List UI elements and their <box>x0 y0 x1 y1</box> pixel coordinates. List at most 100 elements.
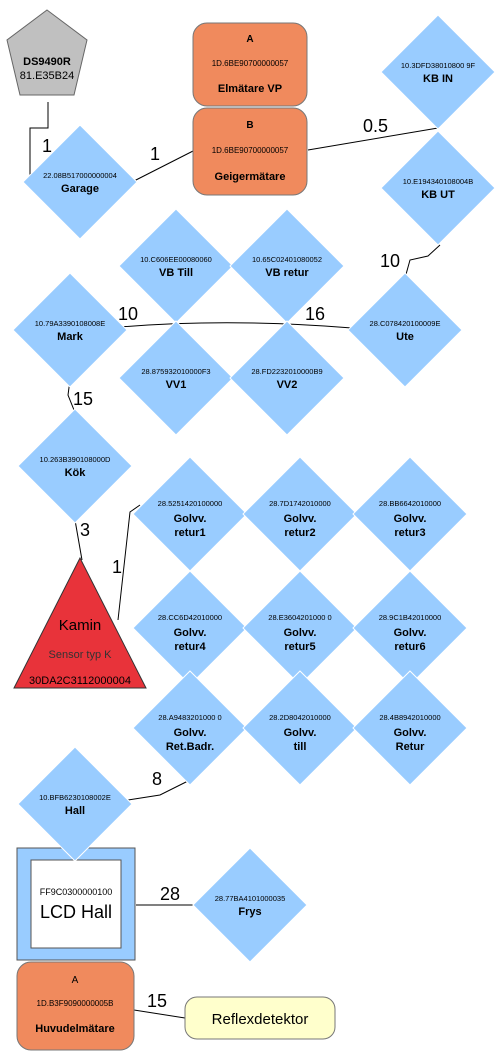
sensor-name: Golvv. <box>394 627 427 639</box>
line-kamin-golvv <box>117 504 141 621</box>
sensor-id: 10.C606EE00080060 <box>140 255 212 264</box>
pentagon-name: DS9490R <box>23 56 71 68</box>
box-id: 1D.6BE90700000057 <box>212 146 289 155</box>
sensor-id: 28.9C1B42010000 <box>379 613 442 622</box>
pentagon-id: 81.E35B24 <box>20 70 74 82</box>
sensor-id: 28.BB6642010000 <box>379 499 441 508</box>
sensor-name2: retur4 <box>174 641 206 653</box>
diamond-shape <box>380 130 496 246</box>
box-name: Elmätare VP <box>218 83 282 95</box>
sensor-retur5: 28.E3604201000 0 Golvv. retur5 <box>242 570 358 686</box>
sensor-id: 10.65C02401080052 <box>252 255 322 264</box>
line-kbut-ute <box>404 244 441 279</box>
sensor-vbtill: 10.C606EE00080060 VB Till <box>118 208 234 324</box>
diamond-shape <box>17 408 133 524</box>
sensor-id: 28.FD2232010000B9 <box>251 367 322 376</box>
sensor-id: 22.08B517000000004 <box>43 171 117 180</box>
sensor-name: Ute <box>396 331 414 343</box>
sensor-id: 28.5251420100000 <box>158 499 223 508</box>
box-letter: A <box>246 34 253 45</box>
kamin-name: Kamin <box>59 617 102 634</box>
edge-label: 0.5 <box>363 116 388 136</box>
box-name: Huvudelmätare <box>35 1023 114 1035</box>
sensor-id: 28.C078420100009E <box>370 319 441 328</box>
kamin-sensor: Kamin Sensor typ K 30DA2C3112000004 <box>13 556 147 689</box>
sensor-name2: retur6 <box>394 641 425 653</box>
sensor-name: Golvv. <box>394 513 427 525</box>
elmatare-vp-box: A 1D.6BE90700000057 Elmätare VP <box>192 22 308 107</box>
sensor-name: VB Till <box>159 267 193 279</box>
sensor-id: 28.77BA4101000035 <box>215 894 286 903</box>
sensor-id: 28.875932010000F3 <box>141 367 210 376</box>
edge-label: 10 <box>380 251 400 271</box>
sensor-name2: retur1 <box>174 527 205 539</box>
line-geiger-kbin <box>307 127 439 151</box>
line-garage-geiger <box>131 149 196 183</box>
sensor-id: 28.7D1742010000 <box>269 499 331 508</box>
box-letter: B <box>246 120 253 131</box>
diamond-shape <box>132 670 248 786</box>
line-golvv-hall <box>127 779 191 801</box>
reflexdetektor: Reflexdetektor <box>184 996 336 1040</box>
diamond-shape <box>192 847 308 963</box>
orange-box-shape <box>192 107 308 196</box>
reflex-box <box>184 996 336 1040</box>
sensor-id: 28.2D8042010000 <box>269 713 331 722</box>
sensor-name: KB UT <box>421 189 455 201</box>
edge-label: 16 <box>305 304 325 324</box>
sensor-id: 10.BFB6230108002E <box>39 793 111 802</box>
edge-label: 15 <box>147 991 167 1011</box>
orange-box-shape <box>192 22 308 107</box>
diamond-shape <box>229 320 345 436</box>
sensor-id: 28.CC6D42010000 <box>158 613 222 622</box>
sensor-name: Frys <box>238 906 261 918</box>
diamond-shape <box>17 746 133 862</box>
sensor-name: Mark <box>57 331 84 343</box>
edge-label: 3 <box>80 520 90 540</box>
diamond-shape <box>347 272 463 388</box>
sensor-name: VV1 <box>166 379 187 391</box>
diamond-shape <box>380 14 496 130</box>
lcd-id: FF9C0300000100 <box>40 887 113 897</box>
sensor-name: KB IN <box>423 73 453 85</box>
pentagon-shape <box>6 9 88 96</box>
diamond-shape <box>352 670 468 786</box>
sensor-name: Kök <box>65 467 87 479</box>
sensor-name: Golvv. <box>284 627 317 639</box>
diamond-shape <box>242 670 358 786</box>
line-huvud-reflex <box>133 1009 186 1019</box>
geigermatare-box: B 1D.6BE90700000057 Geigermätare <box>192 107 308 196</box>
diamond-shape <box>118 320 234 436</box>
sensor-name: Hall <box>65 805 85 817</box>
sensor-id: 10.79A3390108008E <box>35 319 106 328</box>
sensor-id: 28.E3604201000 0 <box>268 613 331 622</box>
edge-label: 15 <box>73 389 93 409</box>
sensor-name: Golvv. <box>174 727 207 739</box>
edge-label: 1 <box>112 557 122 577</box>
edge-labels: 1 1 0.5 10 10 16 15 3 1 8 28 15 <box>42 116 400 1011</box>
edge-label: 1 <box>42 136 52 156</box>
sensor-name2: retur3 <box>394 527 425 539</box>
sensor-name2: retur5 <box>284 641 315 653</box>
kamin-id: 30DA2C3112000004 <box>29 675 131 687</box>
huvudelmatare-box: A 1D.B3F9090000005B Huvudelmätare <box>16 961 135 1051</box>
sensor-ute: 28.C078420100009E Ute <box>347 272 463 388</box>
sensor-name2: Ret.Badr. <box>166 741 214 753</box>
orange-box-shape <box>16 961 135 1051</box>
sensor-hall: 10.BFB6230108002E Hall <box>17 746 133 862</box>
edge-label: 8 <box>152 769 162 789</box>
sensor-name: Golvv. <box>174 627 207 639</box>
